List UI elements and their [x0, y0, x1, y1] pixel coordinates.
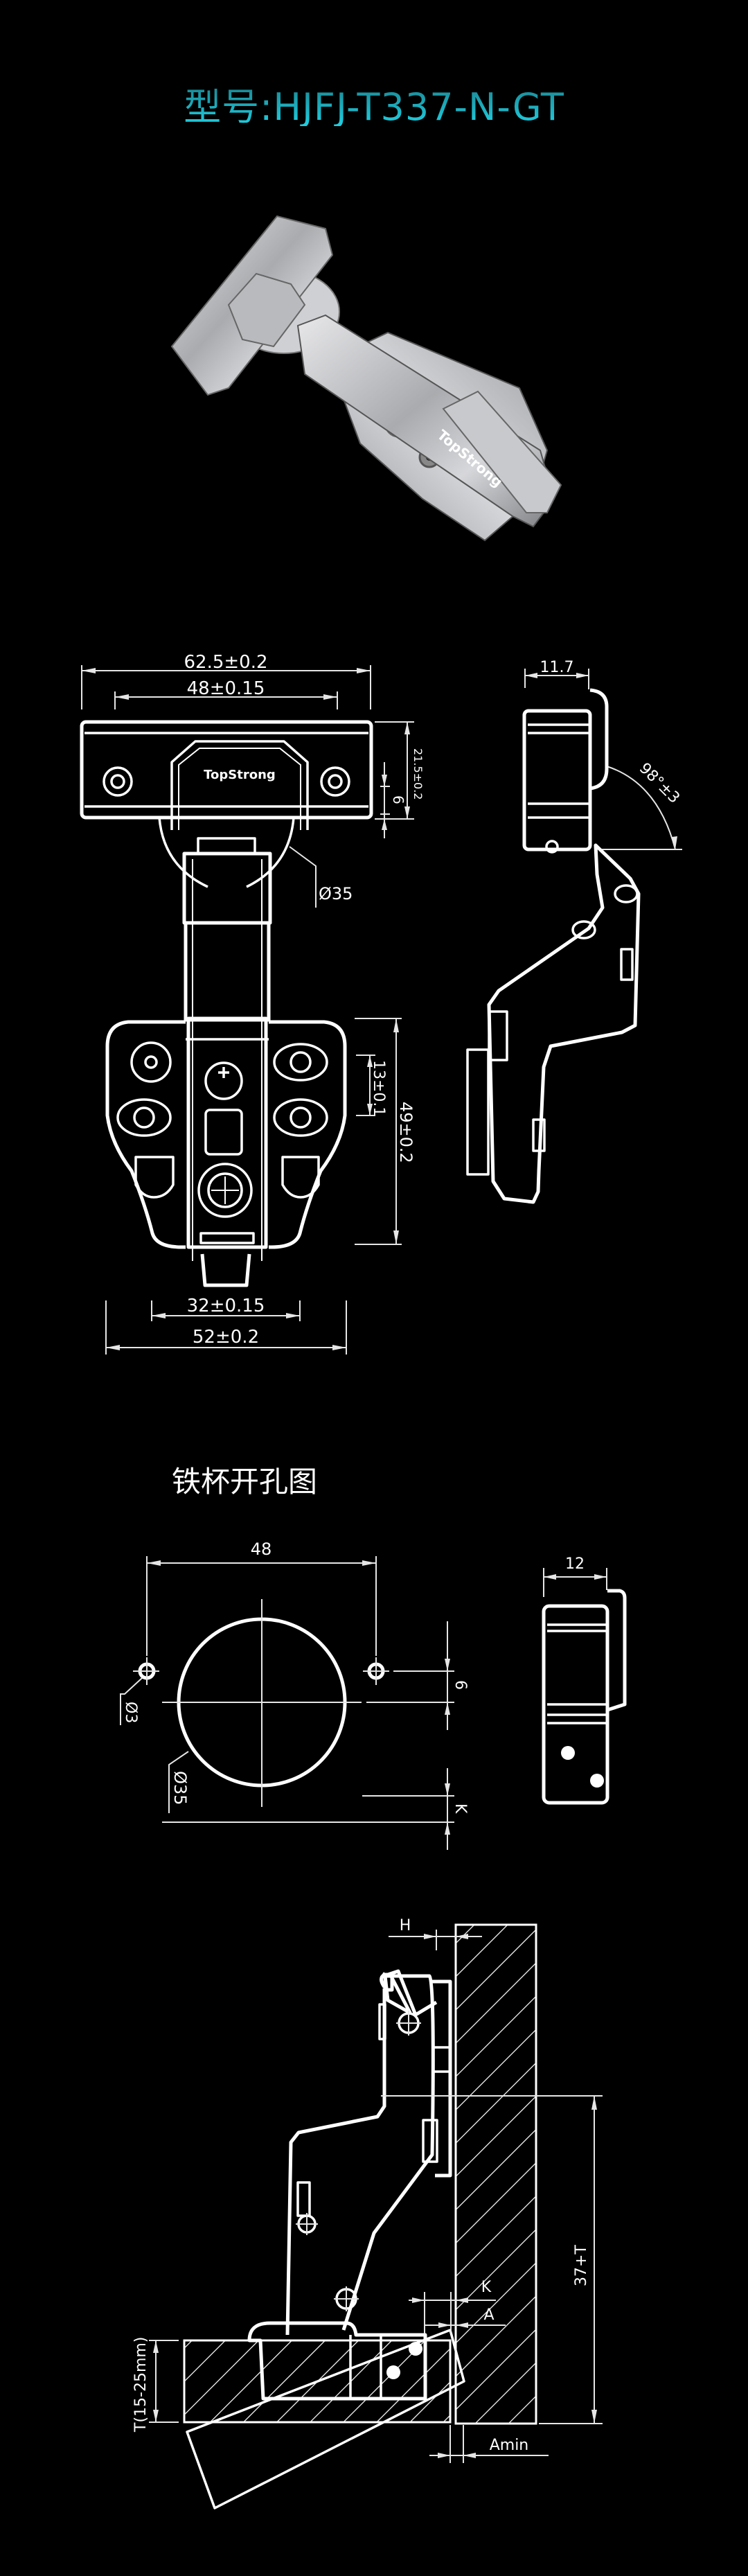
label-cup-hole-diameter: Ø35	[170, 1771, 190, 1805]
cabinet-side-panel	[454, 1923, 537, 2425]
label-amin: Amin	[490, 2437, 529, 2454]
dim-plate	[355, 1018, 402, 1245]
mounting-plate	[105, 1016, 347, 1287]
label-plate-slot: 13±0.1	[370, 1060, 387, 1116]
label-k: K	[481, 2279, 492, 2296]
cup-plate	[80, 720, 373, 888]
label-door-thickness: T(15-25mm)	[132, 2337, 150, 2433]
hinge-photo: TopStrong	[170, 215, 562, 542]
dim-offset	[162, 1621, 454, 1850]
label-hole-spacing: 48±0.15	[187, 678, 265, 699]
model-title: 型号:HJFJ-T337-N-GT	[0, 89, 748, 126]
label-plate-height: 49±0.2	[396, 1102, 416, 1163]
label-a: A	[483, 2306, 494, 2324]
cup-hole	[162, 1599, 362, 1807]
label-cup-diameter: Ø35	[319, 884, 353, 903]
dim-overall-width	[81, 665, 371, 709]
brand-mark: TopStrong	[204, 768, 276, 782]
dim-plate-width	[105, 1300, 347, 1355]
dim-height-37t	[539, 2095, 603, 2424]
screw-hole-left	[133, 1657, 159, 1685]
hinge-arm	[182, 837, 272, 1261]
center-marks	[296, 2011, 421, 2311]
angle-arc	[606, 766, 676, 850]
opened-door	[186, 2329, 465, 2509]
dim-hole-spacing	[114, 691, 338, 709]
label-hole-offset: 6	[390, 795, 407, 804]
dim-drill-spacing	[146, 1556, 377, 1656]
dim-k-a	[409, 2292, 506, 2334]
drilling-section-title: 铁杯开孔图	[172, 1465, 318, 1499]
label-edge-distance-k: K	[452, 1803, 469, 1814]
label-screw-hole-diameter: Ø3	[122, 1702, 139, 1723]
hinge-section	[247, 1969, 452, 2401]
label-height-37t: 37+T	[573, 2245, 590, 2286]
dim-cup-depth	[524, 669, 589, 689]
dim-door-thickness	[149, 2340, 179, 2423]
side-hinge	[466, 688, 641, 1204]
label-overall-width: 62.5±0.2	[184, 652, 267, 673]
dim-cup-depth-12	[543, 1568, 607, 1597]
dim-overlay-h	[389, 1930, 482, 1950]
label-plate-hole-spacing: 32±0.15	[187, 1296, 265, 1316]
label-cup-depth-12: 12	[565, 1555, 585, 1573]
label-drill-spacing: 48	[251, 1540, 272, 1559]
label-hole-offset-6: 6	[452, 1680, 469, 1690]
label-cup-height: 21.5±0.2	[411, 748, 425, 800]
dim-cup-height	[375, 721, 414, 838]
label-plate-width: 52±0.2	[193, 1327, 259, 1348]
dim-amin	[429, 2425, 549, 2463]
cup-side	[542, 1589, 627, 1805]
label-overlay-h: H	[400, 1917, 411, 1934]
screw-hole-right	[363, 1657, 389, 1685]
label-cup-depth: 11.7	[540, 659, 574, 676]
